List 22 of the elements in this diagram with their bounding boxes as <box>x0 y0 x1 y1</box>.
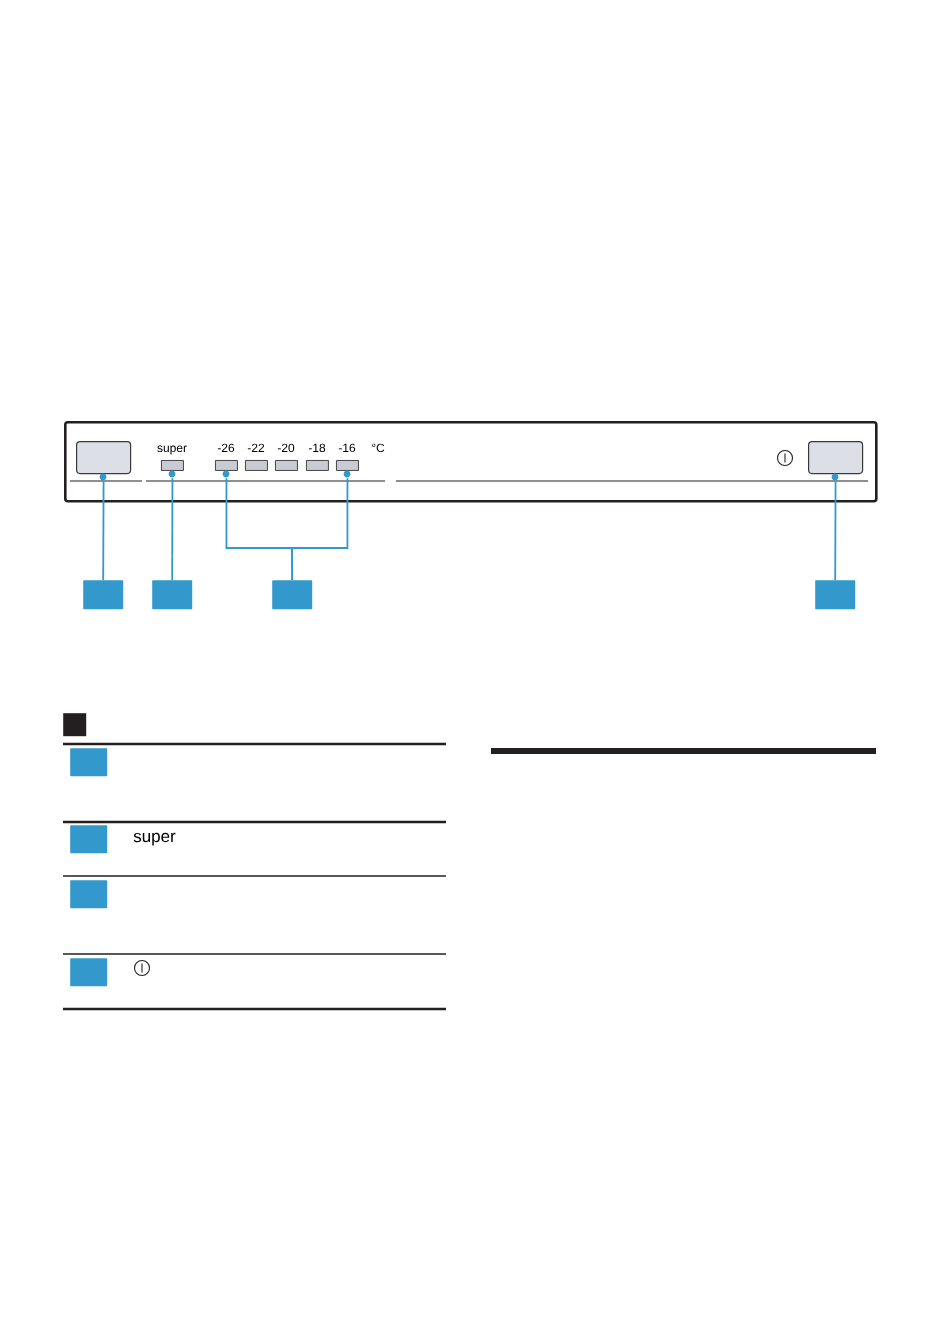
callout-box <box>83 580 124 610</box>
indicator-label: -26 <box>217 443 235 453</box>
callout-box <box>70 880 108 909</box>
leader-line <box>834 480 837 581</box>
indicator-label: -16 <box>338 443 356 453</box>
indicator-label: super <box>157 445 187 455</box>
callout-box <box>70 825 108 854</box>
leader-line <box>102 480 105 581</box>
control-panel <box>64 421 878 503</box>
leader-line <box>171 477 174 581</box>
callout-box <box>152 580 193 610</box>
indicator-label: -22 <box>247 443 265 452</box>
unit-label: °C <box>372 443 385 453</box>
row-label: super <box>133 832 176 846</box>
indicator-label: -20 <box>277 443 295 453</box>
callout-box <box>70 748 108 777</box>
indicator-label: -18 <box>308 443 326 453</box>
leader-line <box>291 477 349 581</box>
callout-box <box>815 580 856 610</box>
callout-box <box>70 958 108 987</box>
callout-box <box>272 580 313 610</box>
heading-marker <box>63 713 87 737</box>
